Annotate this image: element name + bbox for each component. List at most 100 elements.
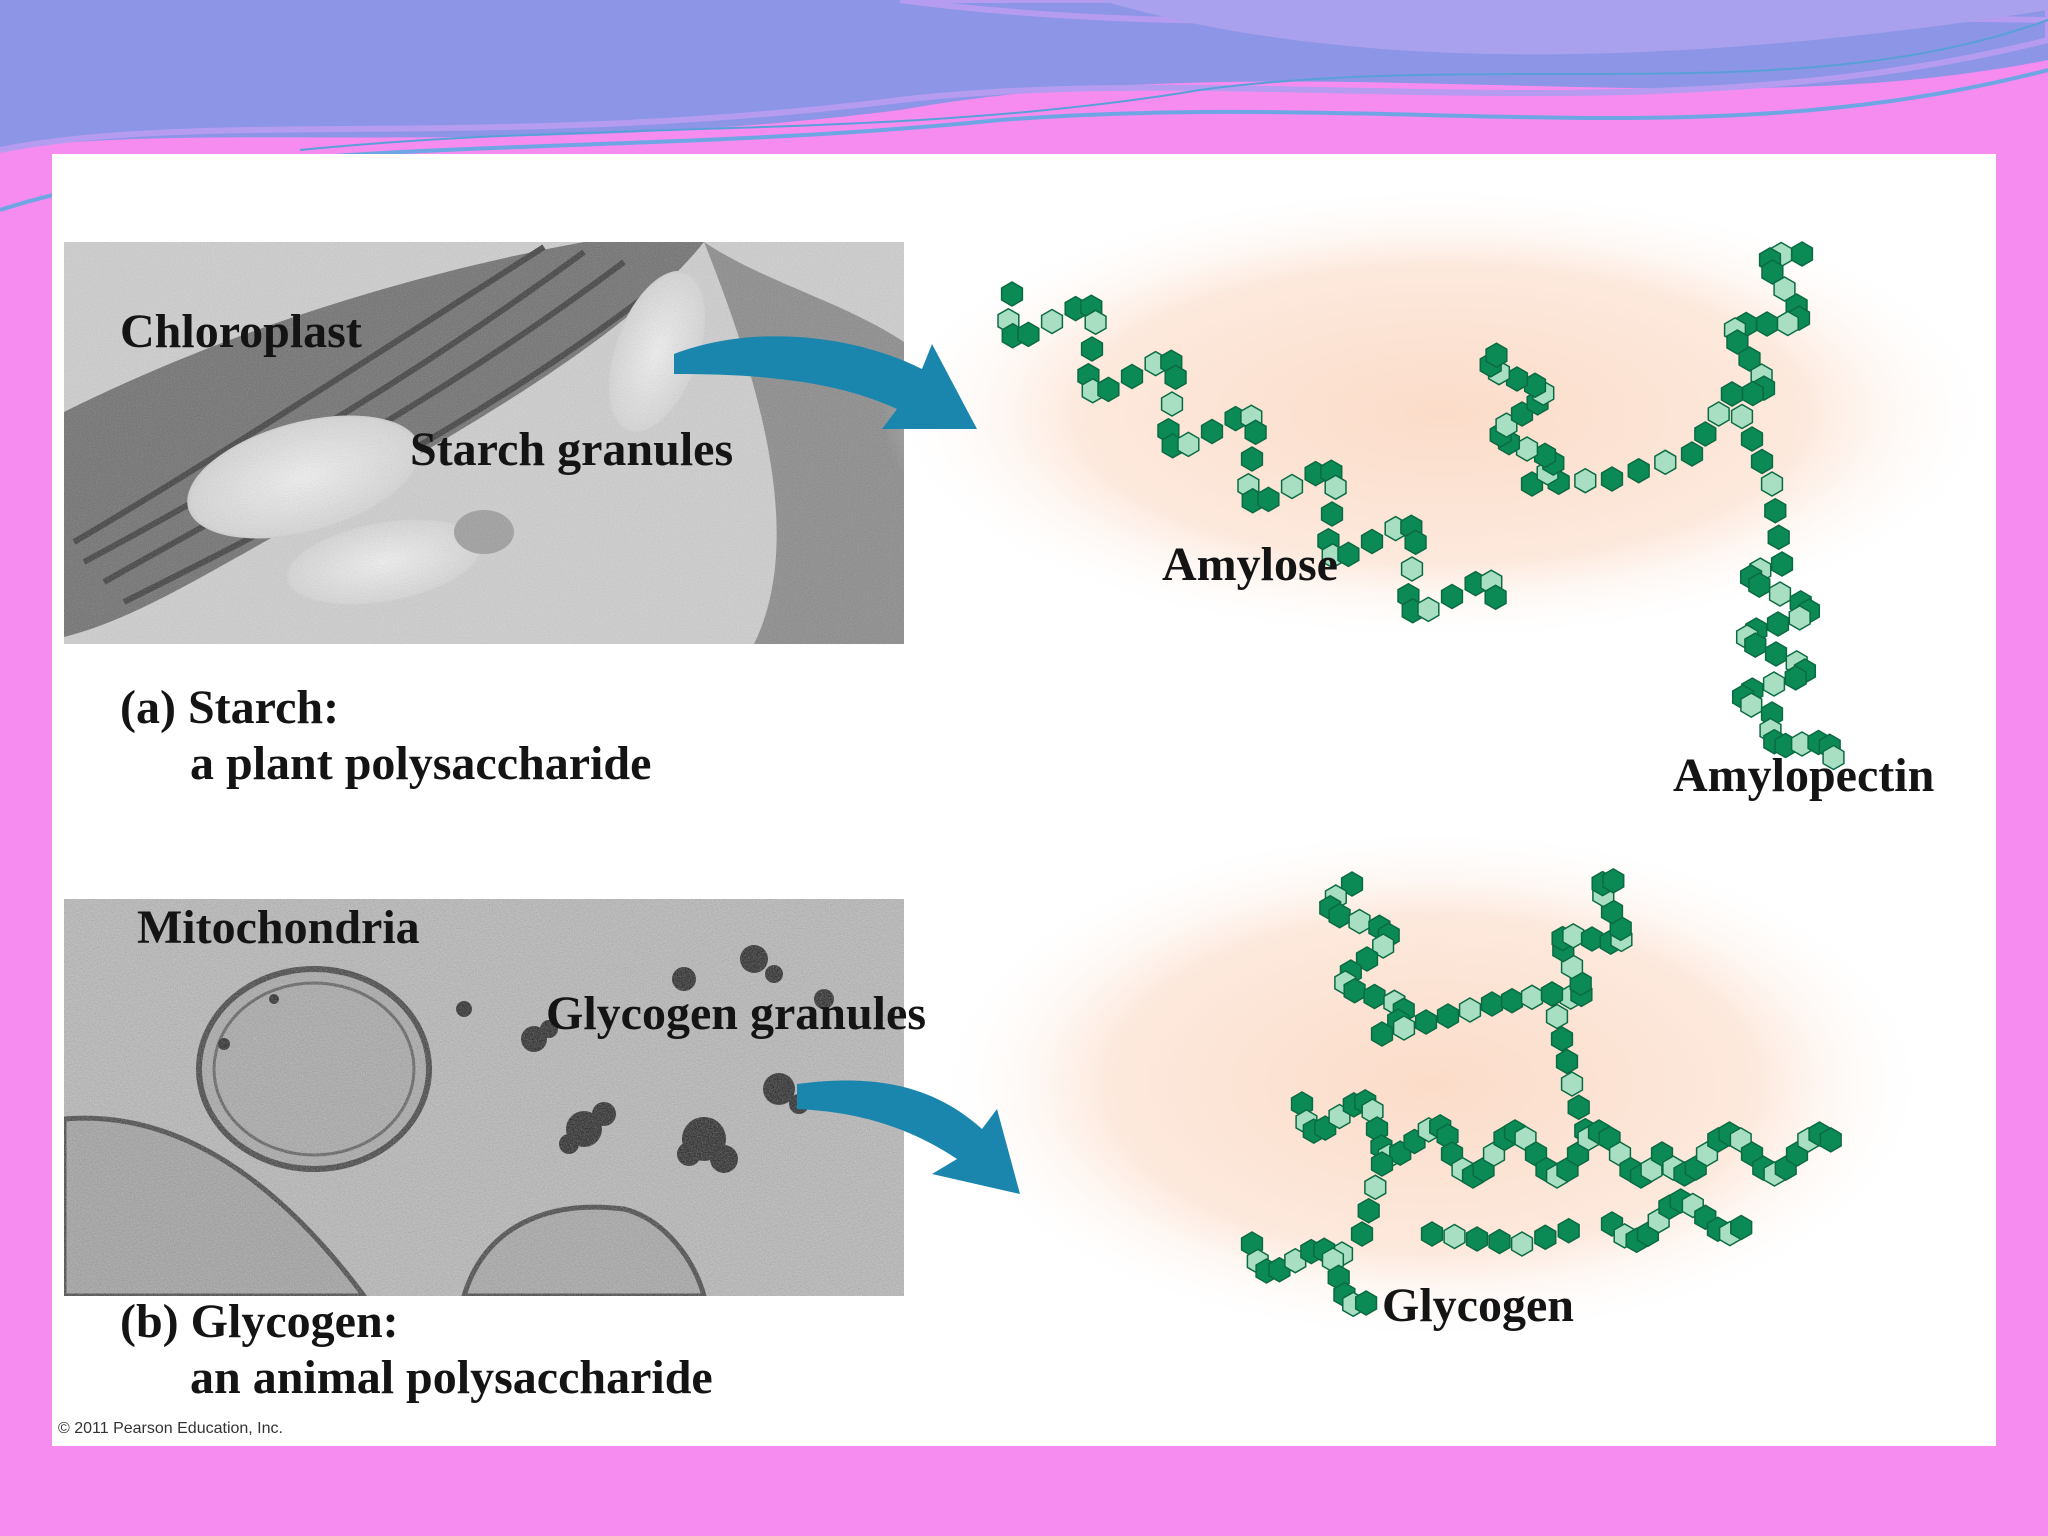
glycogen-glucose-unit <box>1372 933 1395 959</box>
glycogen-glucose-unit <box>1458 997 1482 1023</box>
amylopectin-glucose-unit <box>1773 276 1796 302</box>
glycogen-glucose-unit <box>1510 1231 1534 1257</box>
amylose-glucose-unit <box>1097 376 1120 403</box>
amylopectin-glucose-unit <box>1790 241 1814 267</box>
amylopectin-glucose-unit <box>1750 448 1774 475</box>
glycogen-glucose-unit <box>1340 871 1364 897</box>
amylopectin-glucose-unit <box>1654 449 1677 476</box>
polysaccharide-illustrations <box>674 184 1996 1344</box>
glycogen-arrow <box>797 1080 1020 1194</box>
amylopectin-glucose-unit <box>1741 380 1764 407</box>
amylose-glucose-unit <box>1164 364 1187 391</box>
amylose-glucose-unit <box>1320 501 1344 527</box>
amylopectin-glucose-unit <box>1776 310 1799 337</box>
glycogen-glucose-unit <box>1392 1015 1416 1041</box>
glycogen-label: Glycogen <box>1382 1279 1574 1332</box>
amylopectin-glucose-unit <box>1762 671 1786 697</box>
glycogen-glucose-unit <box>1370 1151 1394 1177</box>
amylose-glucose-unit <box>1417 596 1440 623</box>
amylose-glucose-unit <box>1360 528 1384 555</box>
glycogen-glucose-unit <box>1500 987 1524 1014</box>
amylose-glucose-unit <box>1000 281 1024 307</box>
copyright-notice: © 2011 Pearson Education, Inc. <box>58 1420 283 1437</box>
amylose-glucose-unit <box>1324 474 1347 501</box>
glycogen-glucose-unit <box>1567 1094 1590 1121</box>
amylose-glucose-unit <box>1200 418 1224 445</box>
amylopectin-glucose-unit <box>1726 329 1749 355</box>
glycogen-caption-line2: an animal polysaccharide <box>190 1351 713 1404</box>
amylopectin-glucose-unit <box>1755 311 1779 337</box>
amylose-glucose-unit <box>1440 583 1464 610</box>
amylose-glucose-unit <box>1257 486 1280 513</box>
glycogen-glucose-unit <box>1364 1174 1387 1201</box>
amylose-glucose-unit <box>1244 419 1267 446</box>
amylose-glucose-unit <box>1084 309 1107 336</box>
glycogen-glucose-unit <box>1370 1021 1394 1047</box>
amylose-glucose-unit <box>1040 308 1064 335</box>
glycogen-halo <box>932 824 1932 1344</box>
glycogen-glucose-unit <box>1363 983 1386 1010</box>
glycogen-glucose-unit <box>1414 1009 1438 1035</box>
amylopectin-glucose-unit <box>1822 744 1845 771</box>
amylopectin-glucose-unit <box>1748 572 1771 598</box>
amylopectin-glucose-unit <box>1744 632 1767 658</box>
glycogen-caption-line1: (b) Glycogen: <box>120 1295 399 1348</box>
amylopectin-glucose-unit <box>1485 342 1508 369</box>
amylopectin-glucose-unit <box>1627 457 1650 484</box>
glycogen-glucose-unit <box>1550 1026 1574 1052</box>
amylopectin-glucose-unit <box>1767 524 1790 551</box>
amylopectin-glucose-unit <box>1761 259 1784 285</box>
amylopectin-glucose-unit <box>1600 466 1624 492</box>
amylose-glucose-unit <box>1120 363 1144 390</box>
amylose-glucose-unit <box>1484 584 1507 611</box>
glycogen-glucose-unit <box>1443 1223 1466 1250</box>
amylopectin-glucose-unit <box>1768 581 1792 607</box>
glycogen-glucose-unit <box>1350 1221 1374 1247</box>
glycogen-glucose-unit <box>1562 923 1585 949</box>
starch-halo <box>882 184 1996 644</box>
amylose-label: Amylose <box>1162 538 1338 591</box>
amylopectin-glucose-unit <box>1574 467 1597 494</box>
amylopectin-glucose-unit <box>1760 471 1784 497</box>
amylopectin-glucose-unit <box>1707 401 1730 427</box>
amylopectin-glucose-unit <box>1788 605 1811 631</box>
amylose-glucose-unit <box>1160 391 1184 417</box>
amylose-glucose-unit <box>1177 431 1200 458</box>
amylose-glucose-unit <box>1280 473 1304 500</box>
amylopectin-glucose-unit <box>1694 421 1717 447</box>
glycogen-glucose-unit <box>1602 868 1625 894</box>
amylose-glucose-unit <box>1404 529 1427 556</box>
starch-caption-line1: (a) Starch: <box>120 681 340 734</box>
glycogen-glucose-unit <box>1545 1003 1569 1030</box>
liver-cell-micrograph <box>64 899 904 1296</box>
chloroplast-label: Chloroplast <box>120 305 362 358</box>
glycogen-glucose-unit <box>1540 981 1564 1007</box>
amylopectin-glucose-unit <box>1764 641 1788 667</box>
glycogen-glucose-unit <box>1343 977 1366 1004</box>
glycogen-glucose-unit <box>1355 946 1379 972</box>
amylopectin-glucose-unit <box>1766 611 1790 637</box>
amylopectin-glucose-unit <box>1770 551 1794 577</box>
amylopectin-glucose-unit <box>1730 403 1754 430</box>
starch-granules-label: Starch granules <box>410 423 734 476</box>
amylose-glucose-unit <box>1080 336 1104 362</box>
glycogen-glucose-unit <box>1557 1217 1580 1244</box>
glycogen-glucose-unit <box>1488 1228 1511 1255</box>
starch-arrow <box>674 336 977 429</box>
glycogen-glucose-unit <box>1520 984 1544 1011</box>
amylose-glucose-unit <box>1240 446 1264 472</box>
amylopectin-glucose-unit <box>1740 692 1763 718</box>
glycogen-glucose-unit <box>1480 991 1504 1017</box>
amylopectin-label: Amylopectin <box>1673 749 1935 802</box>
amylopectin-glucose-unit <box>1740 426 1764 452</box>
glycogen-glucose-unit <box>1555 1048 1579 1075</box>
glycogen-glucose-unit <box>1328 902 1351 929</box>
chloroplast-micrograph <box>64 242 904 644</box>
glycogen-glucose-unit <box>1560 1071 1584 1097</box>
glycogen-glucose-unit <box>1357 1197 1380 1224</box>
mitochondria-label: Mitochondria <box>137 901 420 954</box>
content-panel: Chloroplast Starch granules Amylose Amyl… <box>52 154 1996 1446</box>
glycogen-glucose-unit <box>1730 1214 1753 1241</box>
amylopectin-glucose-unit <box>1680 441 1704 467</box>
glycogen-glucose-unit <box>1348 908 1371 935</box>
